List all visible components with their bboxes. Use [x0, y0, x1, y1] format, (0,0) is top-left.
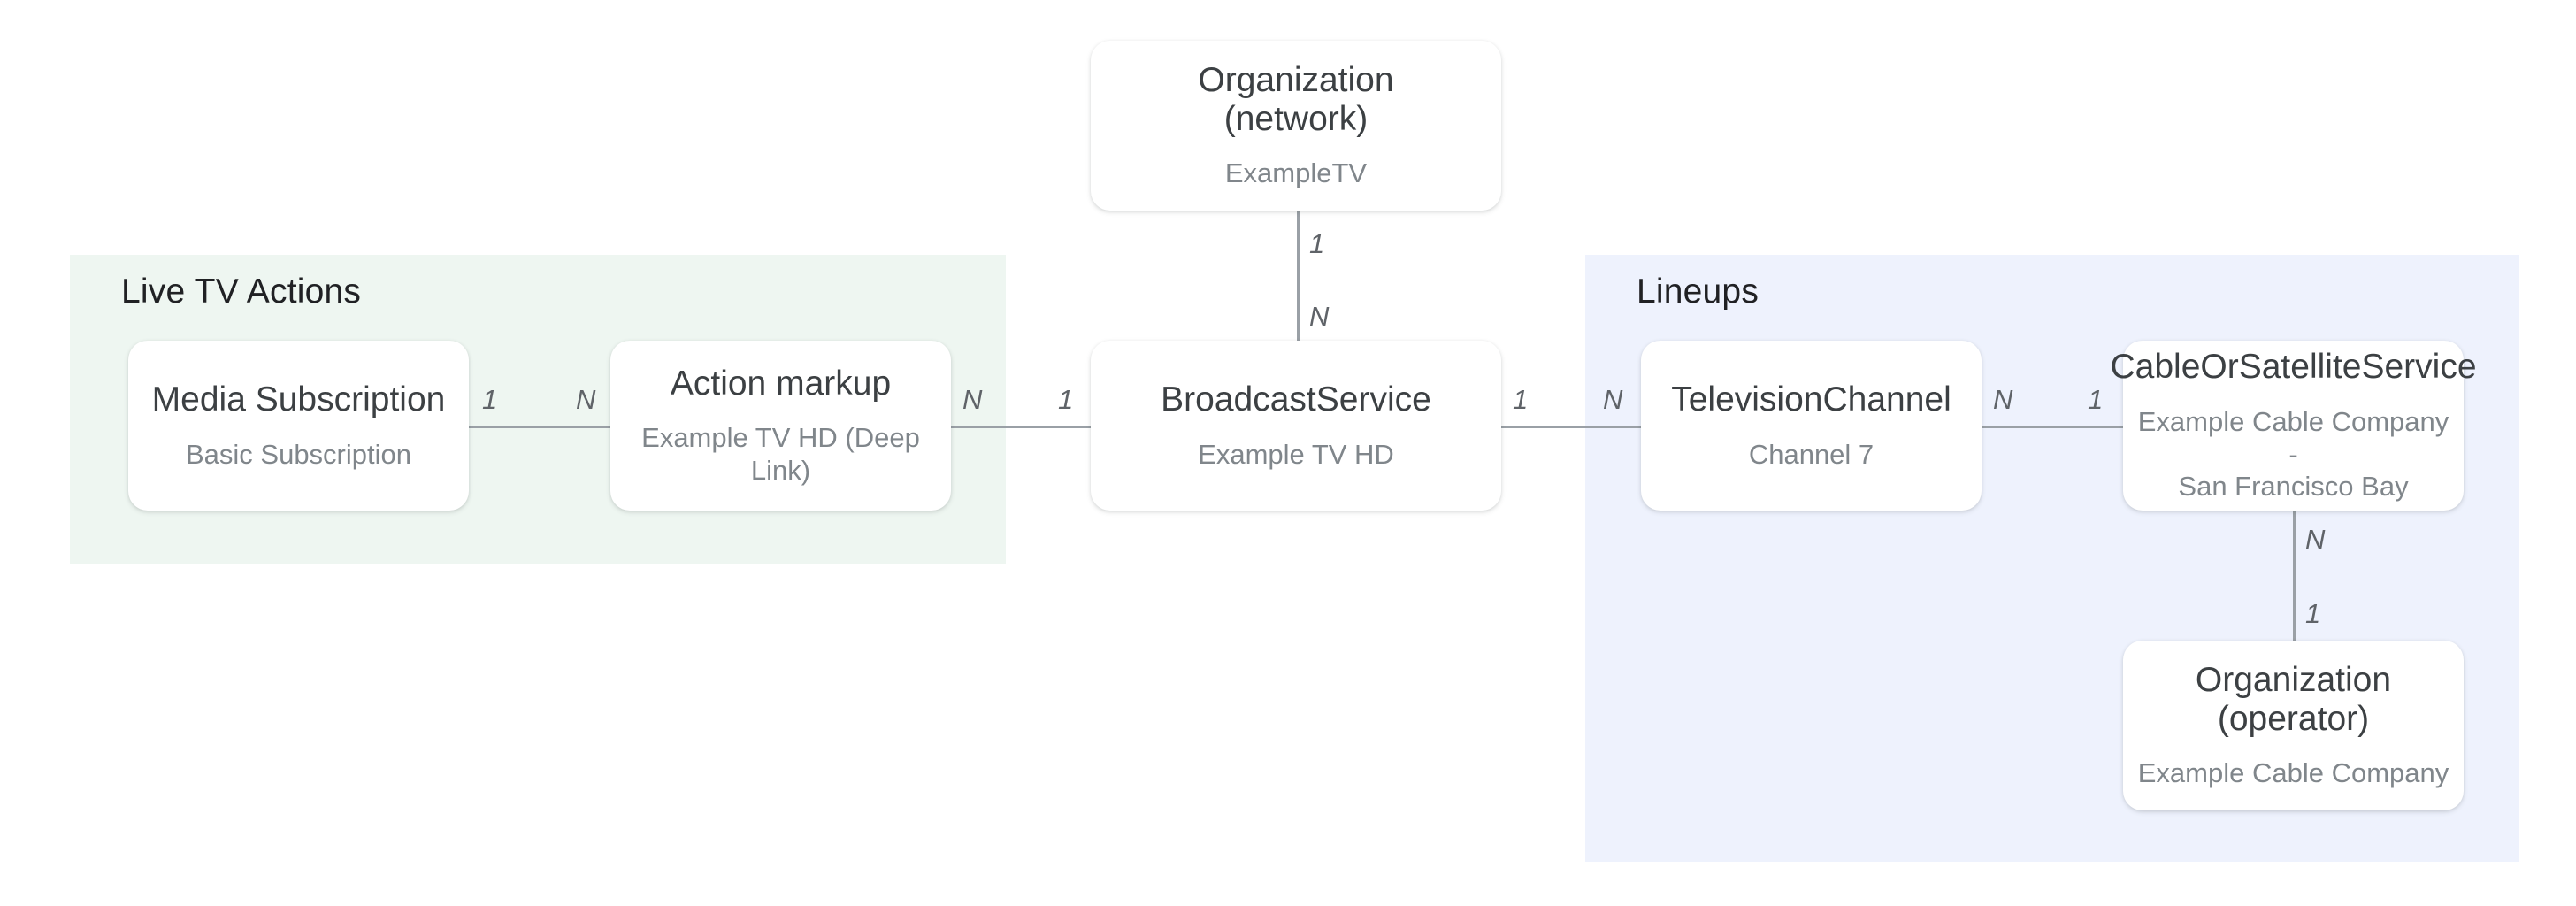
node-subtitle-cable-or-satellite-service: Example Cable Company - San Francisco Ba…	[2137, 405, 2450, 503]
edge-broadcast-service--television-channel	[1501, 426, 1641, 428]
edge-cardinality-source-organization-network--broadcast-service: 1	[1309, 228, 1325, 259]
edge-media-subscription--action-markup	[469, 426, 610, 428]
edge-cardinality-target-organization-network--broadcast-service: N	[1309, 301, 1330, 332]
node-organization-operator[interactable]: Organization (operator) Example Cable Com…	[2123, 641, 2464, 810]
edge-cardinality-source-broadcast-service--television-channel: 1	[1513, 384, 1529, 415]
node-organization-network[interactable]: Organization (network) ExampleTV	[1091, 41, 1501, 211]
node-subtitle-media-subscription: Basic Subscription	[185, 438, 411, 470]
edge-cable-or-satellite-service--organization-operator	[2293, 511, 2296, 641]
node-subtitle-broadcast-service: Example TV HD	[1198, 438, 1394, 470]
edge-action-markup--broadcast-service	[951, 426, 1091, 428]
edge-cardinality-target-broadcast-service--television-channel: N	[1603, 384, 1623, 415]
group-title-live-tv-actions: Live TV Actions	[121, 273, 362, 311]
node-title-cable-or-satellite-service: CableOrSatelliteService	[2110, 348, 2477, 387]
edge-cardinality-source-television-channel--cable-or-satellite-service: N	[1993, 384, 2013, 415]
node-title-media-subscription: Media Subscription	[151, 380, 446, 418]
node-subtitle-action-markup: Example TV HD (Deep Link)	[641, 422, 920, 486]
edge-cardinality-source-cable-or-satellite-service--organization-operator: N	[2305, 524, 2326, 555]
node-title-organization-network: Organization (network)	[1198, 61, 1394, 138]
edge-cardinality-source-media-subscription--action-markup: 1	[482, 384, 498, 415]
edge-cardinality-source-action-markup--broadcast-service: N	[962, 384, 983, 415]
edge-cardinality-target-media-subscription--action-markup: N	[576, 384, 596, 415]
node-title-organization-operator: Organization (operator)	[2195, 661, 2392, 738]
group-title-lineups: Lineups	[1637, 273, 1760, 311]
edge-cardinality-target-television-channel--cable-or-satellite-service: 1	[2088, 384, 2104, 415]
edge-television-channel--cable-or-satellite-service	[1982, 426, 2123, 428]
node-title-action-markup: Action markup	[670, 364, 892, 403]
node-subtitle-organization-network: ExampleTV	[1224, 157, 1368, 189]
edge-organization-network--broadcast-service	[1297, 211, 1300, 341]
edge-cardinality-target-action-markup--broadcast-service: 1	[1058, 384, 1074, 415]
node-title-broadcast-service: BroadcastService	[1161, 380, 1431, 418]
node-title-television-channel: TelevisionChannel	[1671, 380, 1951, 418]
node-subtitle-television-channel: Channel 7	[1748, 438, 1874, 470]
edge-cardinality-target-cable-or-satellite-service--organization-operator: 1	[2305, 598, 2321, 629]
node-subtitle-organization-operator: Example Cable Company	[2137, 757, 2450, 789]
